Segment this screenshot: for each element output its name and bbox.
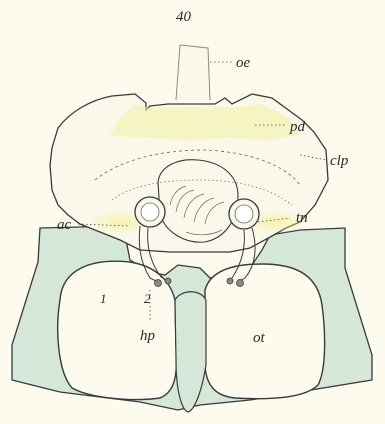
capsule-core-left [141, 203, 159, 221]
label-1: 1 [100, 291, 107, 306]
label-pd: pd [289, 119, 306, 135]
notochord-mass [158, 160, 238, 243]
oesophagus-outline [176, 45, 210, 100]
label-oe: oe [236, 55, 251, 71]
label-2: 2 [144, 291, 151, 306]
label-ot: ot [253, 330, 266, 346]
label-hp: hp [140, 328, 156, 344]
capsule-core-right [235, 205, 253, 223]
label-tn: tn [296, 210, 308, 226]
figure-number: 40 [176, 9, 192, 25]
label-clp: clp [330, 153, 349, 169]
label-ac: ac [57, 217, 72, 233]
otic-chamber-right [205, 264, 325, 399]
parachordal-tint [110, 104, 300, 140]
